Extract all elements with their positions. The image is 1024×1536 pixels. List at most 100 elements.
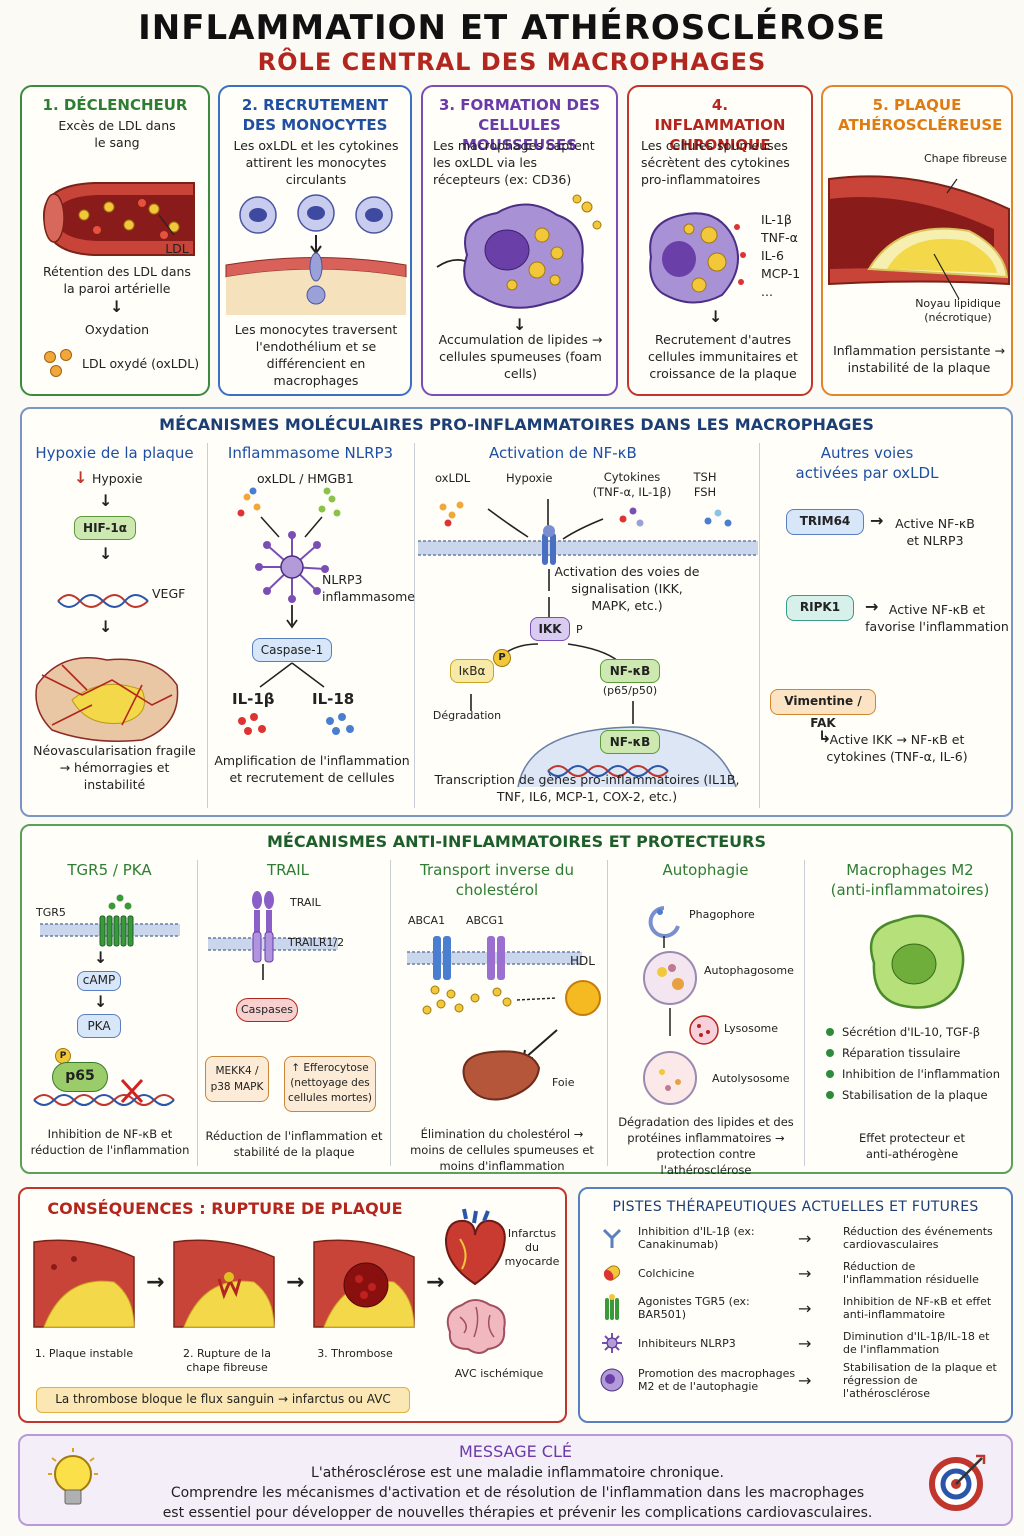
heart-icon xyxy=(444,1208,506,1286)
down-arrow: ↓ xyxy=(99,544,113,563)
hypoxia-title: Hypoxie de la plaque xyxy=(35,444,194,462)
abca1-label: ABCA1 xyxy=(408,914,446,927)
rct-bottom: Élimination du cholestérol → moins de ce… xyxy=(410,1127,594,1173)
lightbulb-icon xyxy=(48,1448,98,1505)
therapy-row: Colchicine → Réduction de l'inflammation… xyxy=(600,1256,997,1290)
camp-box: cAMP xyxy=(77,971,121,991)
nlrp3-bottom: Amplification de l'inflammation et recru… xyxy=(214,753,410,785)
step4-title: 4. INFLAMMATION CHRONIQUE xyxy=(654,96,786,154)
lysosome-label: Lysosome xyxy=(724,1022,779,1035)
trim64-effect: Active NF-κB et NLRP3 xyxy=(895,516,975,548)
autophagosome-label: Autophagosome xyxy=(704,964,794,977)
divider xyxy=(804,860,805,1166)
caspase1-box: Caspase-1 xyxy=(252,638,332,662)
m2-benefits-list: Sécrétion d'IL-10, TGF-β Réparation tiss… xyxy=(826,1025,1011,1109)
brain-label: AVC ischémique xyxy=(454,1367,544,1380)
arrow-icon: → xyxy=(798,1333,812,1353)
bullet-icon xyxy=(826,1091,834,1099)
svg-text:→: → xyxy=(146,1270,164,1295)
tgr5-title: TGR5 / PKA xyxy=(67,861,152,879)
degradation-label: Dégradation xyxy=(432,709,502,722)
therapy-drug: Inhibition d'IL-1β (ex: Canakinumab) xyxy=(638,1225,755,1251)
down-arrow: ↓ xyxy=(110,297,124,316)
arrow-icon: → xyxy=(798,1263,812,1283)
split-arrows xyxy=(259,662,325,688)
liver-label: Foie xyxy=(552,1076,575,1089)
step5-title: 5. PLAQUE ATHÉROSCLÉREUSE xyxy=(838,96,1003,134)
m2-benefit-text: Réparation tissulaire xyxy=(842,1046,961,1060)
nlrp3-label: NLRP3 inflammasome xyxy=(322,572,415,604)
therapy-row: Promotion des macrophages M2 et de l'aut… xyxy=(600,1360,997,1400)
vimentin-box: Vimentine / FAK xyxy=(770,689,876,730)
nfkb-input-hypoxia: Hypoxie xyxy=(506,471,553,485)
divider xyxy=(607,860,608,1166)
tgr5-bottom: Inhibition de NF-κB et réduction de l'in… xyxy=(30,1127,190,1157)
consequence-note: La thrombose bloque le flux sanguin → in… xyxy=(36,1387,410,1413)
m2-bottom: Effet protecteur et anti-athérogène xyxy=(859,1131,965,1161)
m2-benefit-item: Sécrétion d'IL-10, TGF-β xyxy=(826,1025,1011,1039)
therapy-effect: Réduction de l'inflammation résiduelle xyxy=(843,1260,979,1286)
therapy-drug: Colchicine xyxy=(638,1266,695,1280)
consequences-title: CONSÉQUENCES : RUPTURE DE PLAQUE xyxy=(47,1199,403,1218)
ripk1-effect: Active NF-κB et favorise l'inflammation xyxy=(865,602,1009,634)
down-arrow: ↓ xyxy=(709,307,723,326)
stage2-label: 2. Rupture de la chape fibreuse xyxy=(183,1347,271,1374)
trail-title: TRAIL xyxy=(267,861,310,879)
plaque-illustration xyxy=(828,175,1010,300)
oxldl-icon xyxy=(44,349,72,377)
step1-panel: 1. DÉCLENCHEUR Excès de LDL dans le sang… xyxy=(20,85,210,396)
divider xyxy=(207,443,208,808)
step2-intro: Les oxLDL et les cytokines attirent les … xyxy=(233,138,399,187)
step3-intro: Les macrophages captent les oxLDL via le… xyxy=(433,138,595,187)
m2-benefit-text: Inhibition de l'inflammation xyxy=(842,1067,1000,1081)
autophagy-icon xyxy=(643,906,697,1105)
trail-bottom: Réduction de l'inflammation et stabilité… xyxy=(205,1129,383,1159)
svg-text:→: → xyxy=(286,1270,304,1295)
hypoxia-bottom: Néovascularisation fragile → hémorragies… xyxy=(33,743,196,792)
caspases-box: Caspases xyxy=(236,998,298,1022)
m2-benefit-text: Stabilisation de la plaque xyxy=(842,1088,988,1102)
therapy-row: Inhibition d'IL-1β (ex: Canakinumab) → R… xyxy=(600,1221,997,1255)
therapies-title: PISTES THÉRAPEUTIQUES ACTUELLES ET FUTUR… xyxy=(612,1199,979,1215)
therapy-effect: Inhibition de NF-κB et effet anti-inflam… xyxy=(843,1295,992,1321)
nfkb-input-hormones: TSH FSH xyxy=(693,470,717,499)
step5-panel: 5. PLAQUE ATHÉROSCLÉREUSE Chape fibreuse… xyxy=(821,85,1013,396)
right-arrow: → xyxy=(865,597,879,616)
cytokine-2: TNF-α xyxy=(761,230,798,245)
cytokine-5: ... xyxy=(761,284,773,299)
divider xyxy=(414,443,415,808)
tgr5-label: TGR5 xyxy=(36,906,66,919)
m2-macrophage-icon xyxy=(869,914,965,1009)
step4-intro: Les cellules spumeuses sécrètent des cyt… xyxy=(641,138,790,187)
inflamed-cell-illustration xyxy=(649,212,746,304)
step1-mid: Rétention des LDL dans la paroi artériel… xyxy=(43,264,191,296)
nfkb-pathway xyxy=(418,499,758,788)
dna-icon xyxy=(57,594,149,608)
abcg1-label: ABCG1 xyxy=(466,914,505,927)
vimentin-effect: Active IKK → NF-κB et cytokines (TNF-α, … xyxy=(826,732,968,764)
rct-title: Transport inverse du cholestérol xyxy=(420,861,574,899)
receptor-icon xyxy=(605,1294,619,1320)
nfkb-input-oxldl: oxLDL xyxy=(435,471,471,485)
key-line1: L'athérosclérose est une maladie inflamm… xyxy=(311,1465,724,1481)
cytokine-list: IL-1β TNF-α IL-6 MCP-1 ... xyxy=(761,211,811,301)
divider xyxy=(197,860,198,1166)
trail-receptor-icon xyxy=(208,891,338,980)
stage3-label: 3. Thrombose xyxy=(317,1347,393,1360)
cytokine-4: MCP-1 xyxy=(761,266,801,281)
down-arrow: ↓ xyxy=(513,315,527,334)
right-arrow: → xyxy=(870,511,884,530)
anti-title: MÉCANISMES ANTI-INFLAMMATOIRES ET PROTEC… xyxy=(266,832,767,851)
therapy-effect: Diminution d'IL-1β/IL-18 et de l'inflamm… xyxy=(843,1330,990,1356)
inflammasome-icon xyxy=(602,1333,622,1353)
svg-text:→: → xyxy=(426,1270,444,1295)
therapy-effect: Stabilisation de la plaque et régression… xyxy=(843,1360,997,1400)
trail-ligand-label: TRAIL xyxy=(290,896,321,909)
pro-title: MÉCANISMES MOLÉCULAIRES PRO-INFLAMMATOIR… xyxy=(159,415,874,434)
autophagy-bottom: Dégradation des lipides et des protéines… xyxy=(618,1115,794,1177)
therapy-drug: Agonistes TGR5 (ex: BAR501) xyxy=(638,1295,750,1321)
step1-title: 1. DÉCLENCHEUR xyxy=(42,96,188,114)
trim64-box: TRIM64 xyxy=(786,509,864,535)
vegf-label: VEGF xyxy=(152,586,186,601)
heart-label: Infarctus du myocarde xyxy=(504,1227,560,1268)
